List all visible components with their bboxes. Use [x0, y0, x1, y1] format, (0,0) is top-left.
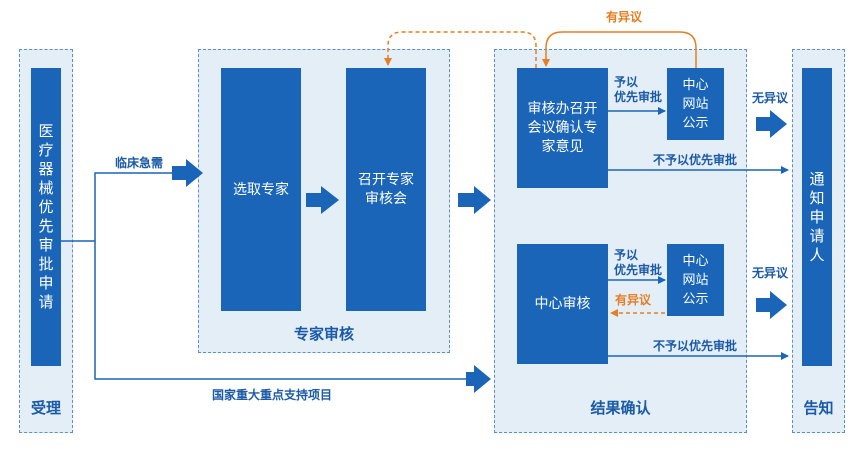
label-objection-bottom: 有异议	[615, 293, 652, 307]
box-expert-meeting: 召开专家 审核会	[346, 68, 426, 311]
label-grant-top-1: 予以	[614, 75, 639, 89]
box-application-char: 器	[38, 160, 54, 178]
box-publish-top: 中心 网站 公示	[667, 68, 724, 140]
box-application-char: 械	[38, 179, 54, 197]
box-notify-char: 通	[809, 169, 825, 188]
box-publish-bottom-line: 网站	[682, 272, 709, 288]
box-application-char: 批	[38, 255, 54, 273]
block-arrow-notify-top	[756, 110, 787, 138]
objection-arrow-top	[542, 31, 697, 68]
box-publish-bottom-line: 中心	[682, 253, 709, 269]
block-arrow-expert	[306, 186, 339, 214]
label-objection-top: 有异议	[606, 10, 643, 24]
box-office-meeting: 审核办召开 会议确认专 家意见	[517, 68, 608, 188]
box-publish-top-line: 中心	[682, 77, 709, 93]
panel-expert-title: 专家审核	[293, 325, 354, 343]
label-deny-bottom: 不予以优先审批	[653, 339, 738, 353]
box-application: 医 疗 器 械 优 先 审 批 申 请	[31, 68, 61, 366]
label-grant-top-2: 优先审批	[614, 90, 663, 104]
box-center-review: 中心审核	[517, 244, 608, 364]
box-office-meeting-line: 审核办召开	[527, 100, 598, 117]
label-no-objection-top: 无异议	[752, 91, 789, 105]
box-expert-meeting-line: 审核会	[365, 190, 407, 207]
panel-result-title: 结果确认	[590, 399, 651, 417]
label-no-objection-bottom: 无异议	[752, 266, 789, 280]
box-application-char: 请	[38, 293, 54, 311]
box-notify-char: 知	[809, 188, 825, 207]
block-arrow-national	[466, 365, 491, 393]
box-application-char: 先	[38, 217, 54, 235]
box-publish-bottom-line: 公示	[682, 291, 709, 307]
label-deny-top: 不予以优先审批	[653, 153, 738, 167]
branch-line	[61, 172, 172, 242]
box-application-char: 优	[38, 198, 54, 216]
box-publish-bottom: 中心 网站 公示	[667, 244, 724, 316]
box-notify-char: 人	[809, 245, 825, 264]
label-urgent: 临床急需	[115, 156, 164, 170]
box-office-meeting-line: 会议确认专	[527, 119, 598, 136]
label-grant-bottom-1: 予以	[614, 248, 639, 262]
box-application-char: 审	[38, 236, 54, 254]
box-notify-char: 请	[809, 226, 825, 245]
panel-notify-title: 告知	[803, 399, 834, 417]
box-expert-meeting-line: 召开专家	[358, 171, 414, 188]
box-select-experts: 选取专家	[221, 68, 301, 311]
box-publish-top-line: 网站	[682, 96, 709, 112]
box-application-char: 医	[38, 122, 54, 140]
label-national: 国家重大重点支持项目	[212, 388, 333, 402]
objection-arrow-to-expert	[384, 31, 537, 68]
label-grant-bottom-2: 优先审批	[614, 263, 663, 277]
box-application-char: 疗	[38, 141, 54, 159]
branch-line-national	[94, 241, 466, 380]
box-application-char: 申	[38, 274, 54, 292]
box-notify-applicant: 通 知 申 请 人	[802, 68, 832, 366]
panel-accept-title: 受理	[30, 399, 61, 417]
box-notify-char: 申	[809, 207, 825, 226]
block-arrow-urgent	[172, 159, 203, 187]
box-office-meeting-line: 家意见	[541, 138, 584, 155]
box-publish-top-line: 公示	[682, 115, 709, 131]
block-arrow-notify-bottom	[756, 291, 787, 319]
block-arrow-to-result	[458, 186, 491, 214]
